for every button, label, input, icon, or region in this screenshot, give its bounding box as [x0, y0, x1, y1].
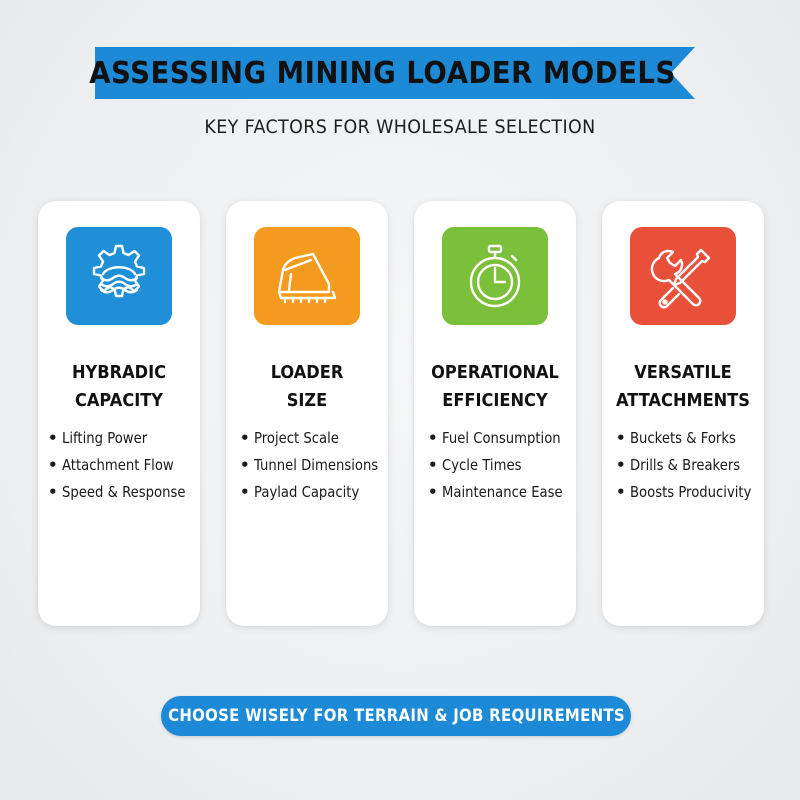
icon-accent-line — [279, 313, 335, 315]
footer-text: CHOOSE WISELY FOR TERRAIN & JOB REQUIREM… — [167, 706, 625, 726]
stopwatch-icon — [469, 244, 521, 308]
card-title: LOADER SIZE — [270, 362, 344, 411]
icon-accent-line — [467, 313, 523, 315]
list-item: •Boosts Producivity — [616, 483, 752, 501]
list-item: •Speed & Response — [48, 483, 186, 501]
factor-card-loader-size: LOADER SIZE •Project Scale •Tunnel Dimen… — [226, 201, 388, 626]
list-item: •Project Scale — [240, 429, 339, 447]
icon-tile — [442, 227, 548, 325]
title-banner — [95, 47, 695, 99]
card-title: HYBRADIC CAPACITY — [71, 362, 167, 411]
bullet-list: •Buckets & Forks •Drills & Breakers •Boo… — [616, 425, 768, 506]
list-item: •Attachment Flow — [48, 456, 174, 474]
page-subtitle: KEY FACTORS FOR WHOLESALE SELECTION — [204, 116, 596, 138]
bullet-list: •Project Scale •Tunnel Dimensions •Payla… — [240, 425, 392, 506]
loader-bucket-icon — [277, 252, 337, 304]
list-item: •Tunnel Dimensions — [240, 456, 379, 474]
list-item: •Drills & Breakers — [616, 456, 741, 474]
page-title: ASSESSING MINING LOADER MODELS — [89, 55, 676, 91]
factor-card-operational-efficiency: OPERATIONAL EFFICIENCY •Fuel Consumption… — [414, 201, 576, 626]
list-item: •Paylad Capacity — [240, 483, 360, 501]
icon-accent-line — [91, 313, 147, 315]
list-item: •Fuel Consumption — [428, 429, 561, 447]
factor-card-hydraulic-capacity: HYBRADIC CAPACITY •Lifting Power •Attach… — [38, 201, 200, 626]
card-title: OPERATIONAL EFFICIENCY — [431, 362, 559, 411]
bullet-list: •Lifting Power •Attachment Flow •Speed &… — [48, 425, 200, 506]
icon-tile — [254, 227, 360, 325]
bullet-list: •Fuel Consumption •Cycle Times •Maintena… — [428, 425, 580, 506]
list-item: •Lifting Power — [48, 429, 148, 447]
list-item: •Cycle Times — [428, 456, 522, 474]
card-title: VERSATILE ATTACHMENTS — [616, 362, 750, 411]
icon-tile — [630, 227, 736, 325]
list-item: •Maintenance Ease — [428, 483, 563, 501]
list-item: •Buckets & Forks — [616, 429, 736, 447]
factor-card-versatile-attachments: VERSATILE ATTACHMENTS •Buckets & Forks •… — [602, 201, 764, 626]
wrench-screwdriver-icon — [650, 248, 711, 309]
icon-tile — [66, 227, 172, 325]
icon-accent-line — [655, 313, 711, 315]
footer-banner: CHOOSE WISELY FOR TERRAIN & JOB REQUIREM… — [161, 696, 631, 736]
gear-waves-icon — [92, 244, 146, 298]
